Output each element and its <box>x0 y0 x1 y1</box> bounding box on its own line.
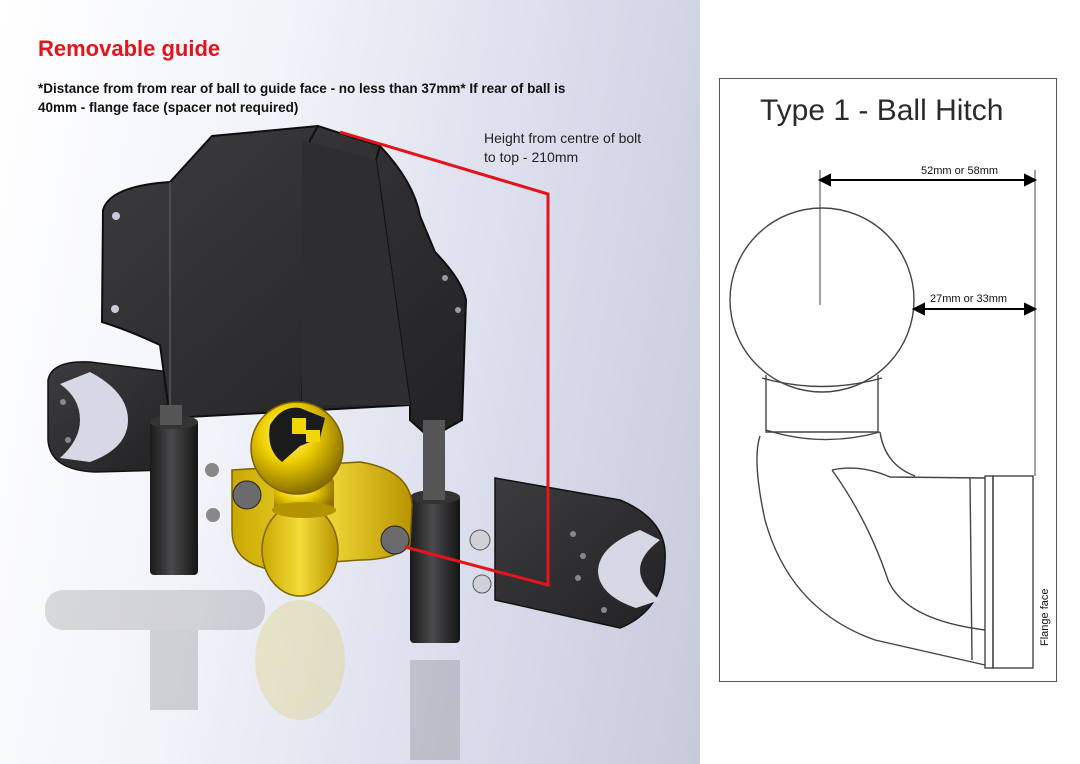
render-reflection <box>45 590 460 760</box>
height-dimension-line <box>339 130 550 587</box>
bolt <box>232 480 262 510</box>
page-title: Removable guide <box>38 36 221 61</box>
dimension-label-middle: 27mm or 33mm <box>930 293 1008 305</box>
flange-face-label: Flange face <box>1039 588 1051 646</box>
tow-ball-render <box>45 124 666 760</box>
dimension-label-top: 52mm or 58mm <box>921 165 999 177</box>
schematic-title: Type 1 - Ball Hitch <box>760 94 1004 127</box>
height-annotation: Height from centre of bolt to top - 210m… <box>484 130 642 165</box>
left-support-post <box>150 420 198 575</box>
dimension-arrow <box>817 173 1038 316</box>
right-support-post <box>410 495 460 643</box>
distance-note: *Distance from from rear of ball to guid… <box>38 81 566 115</box>
